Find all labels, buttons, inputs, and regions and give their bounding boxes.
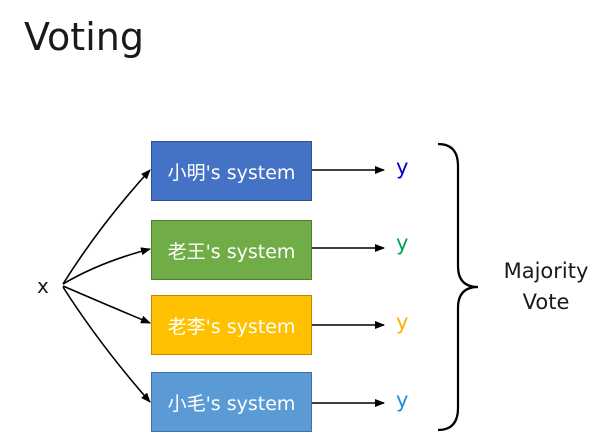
arrow-x-to-system-4 — [62, 286, 151, 403]
output-y-1: y — [396, 155, 409, 179]
output-y-2: y — [396, 231, 409, 255]
system-box-4: 小毛's system — [151, 372, 312, 432]
output-y-3: y — [396, 310, 409, 334]
majority-vote-label: Majority Vote — [490, 256, 602, 318]
majority-vote-line-2: Vote — [522, 290, 570, 314]
arrow-x-to-system-1 — [62, 169, 151, 285]
majority-vote-line-1: Majority — [503, 259, 589, 283]
arrow-x-to-system-2 — [62, 247, 151, 285]
input-x-label: x — [37, 274, 49, 298]
system-box-3: 老李's system — [151, 295, 312, 355]
system-1-label: 小明's system — [167, 161, 296, 184]
system-box-1: 小明's system — [151, 141, 312, 201]
system-3-label: 老李's system — [167, 315, 296, 338]
system-4-label: 小毛's system — [167, 392, 296, 415]
right-curly-brace-icon — [437, 142, 479, 432]
page-title: Voting — [24, 15, 144, 59]
output-y-4: y — [396, 388, 409, 412]
system-box-2: 老王's system — [151, 220, 312, 280]
system-2-label: 老王's system — [167, 240, 296, 263]
arrow-x-to-system-3 — [62, 285, 151, 324]
